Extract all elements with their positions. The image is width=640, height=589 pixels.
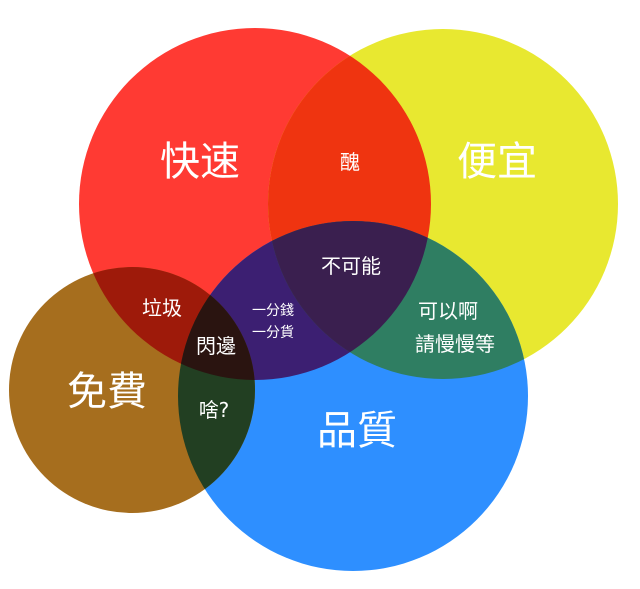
label-impossible: 不可能 — [321, 254, 381, 278]
label-free: 免費 — [67, 369, 147, 415]
label-quality: 品質 — [317, 408, 397, 454]
label-price-line1: 一分錢 — [252, 302, 294, 319]
label-fast: 快速 — [160, 139, 240, 185]
label-what: 啥? — [199, 398, 230, 422]
overlap-free-fast-quality — [178, 267, 255, 380]
label-wait-line1: 可以啊 — [418, 299, 478, 323]
overlap-cheap-quality — [268, 221, 528, 379]
label-garbage: 垃圾 — [142, 296, 182, 320]
overlap-fast-quality — [178, 221, 431, 380]
label-ugly: 醜 — [340, 150, 360, 174]
label-flash: 閃邊 — [196, 334, 236, 358]
label-price-line2: 一分貨 — [252, 324, 294, 341]
label-wait-line2: 請慢慢等 — [415, 332, 495, 356]
label-cheap: 便宜 — [457, 139, 537, 185]
